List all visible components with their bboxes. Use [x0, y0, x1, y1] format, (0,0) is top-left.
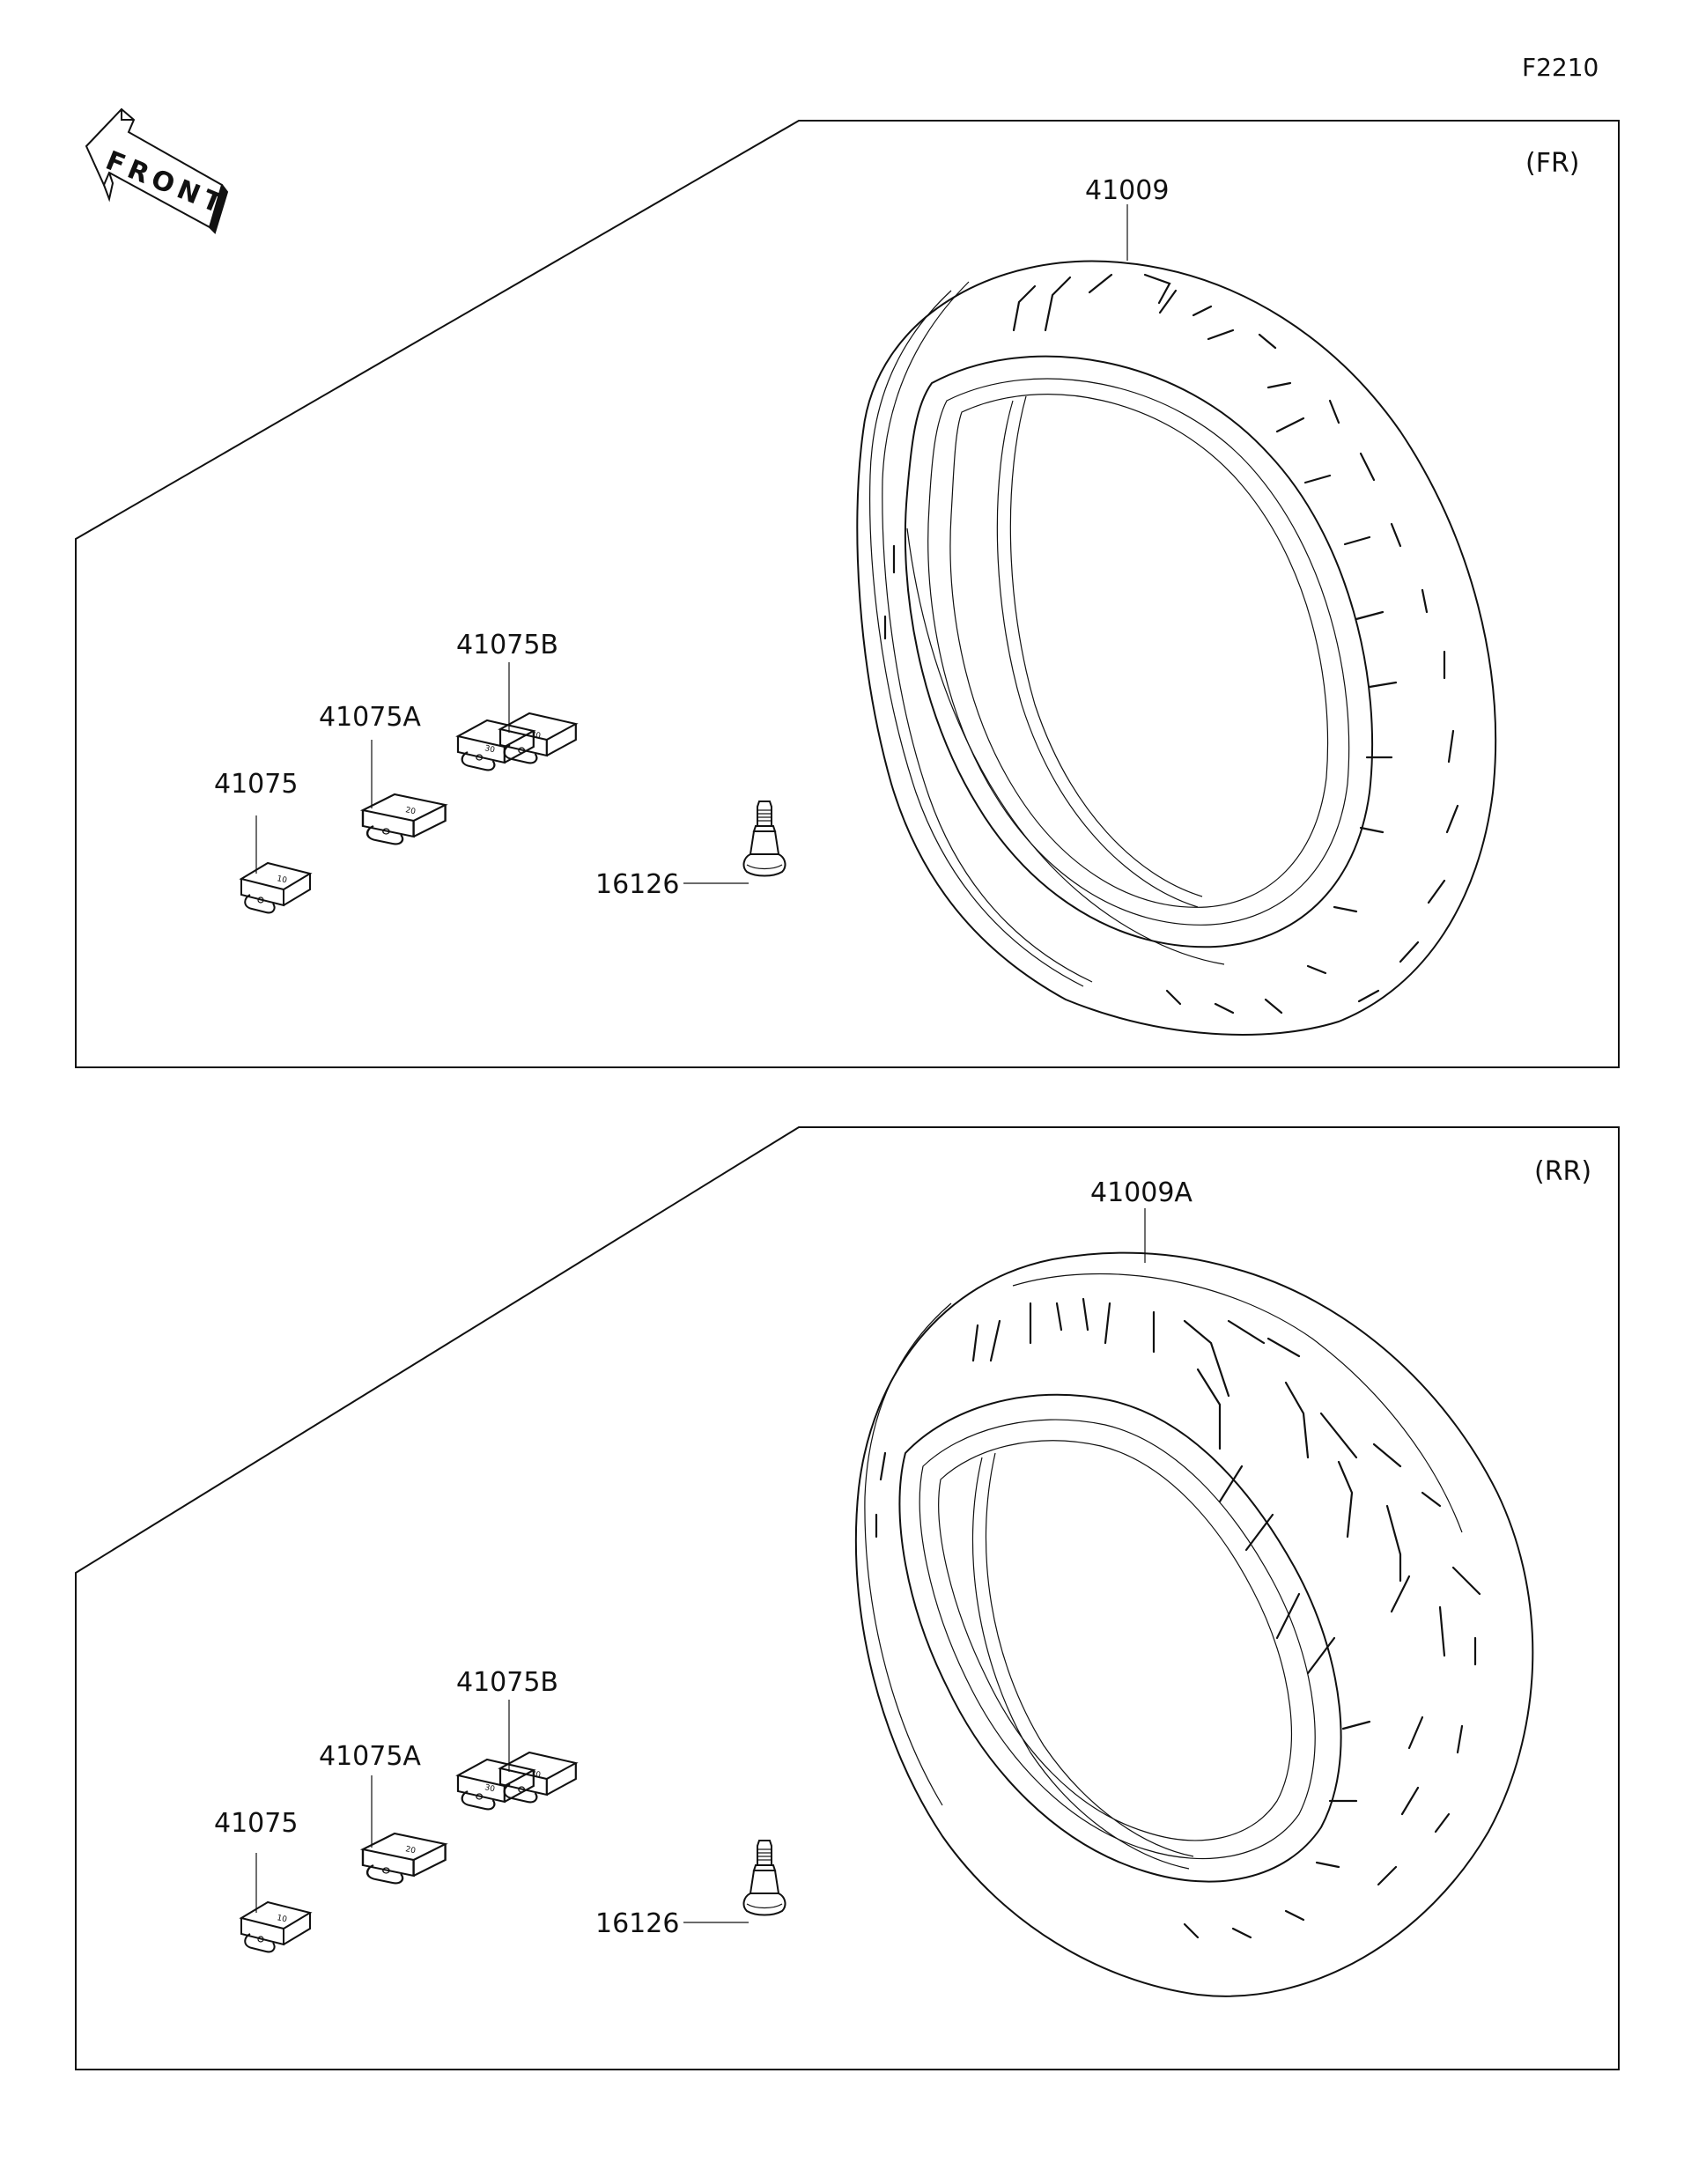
front-valve-stem	[742, 801, 786, 877]
front-valve-label: 16126	[595, 869, 679, 900]
panel-front-border	[75, 120, 1620, 1068]
svg-text:10: 10	[276, 1914, 288, 1924]
svg-text:20: 20	[404, 1845, 417, 1856]
front-tire-label: 41009	[1085, 175, 1169, 206]
diagram-code: F2210	[1522, 53, 1599, 82]
svg-text:20: 20	[404, 806, 417, 816]
front-direction-arrow-icon: FRONT	[85, 107, 231, 234]
rear-tire-label: 41009A	[1090, 1177, 1193, 1208]
svg-text:30: 30	[529, 1769, 542, 1780]
front-weight-41075a: 20	[361, 793, 447, 845]
panel-rear-tag: (RR)	[1534, 1156, 1591, 1187]
rear-tire	[854, 1251, 1534, 1997]
svg-text:30: 30	[484, 1783, 496, 1794]
rear-valve-stem	[742, 1840, 786, 1916]
rear-weight-41075a: 20	[361, 1832, 447, 1885]
svg-text:30: 30	[484, 744, 496, 755]
rear-valve-label: 16126	[595, 1908, 679, 1939]
panel-rear-tire: (RR) 41009A 16126 10 41075 20 41075A 30 …	[75, 1126, 1620, 2070]
svg-text:10: 10	[276, 874, 288, 885]
front-weight-41075b: 30 30	[456, 712, 577, 771]
front-weight-b-label: 41075B	[456, 630, 558, 660]
front-weight-label: 41075	[214, 769, 298, 800]
panel-front-tire: (FR) 41009 16126 10 41075 20 41075A 30 3…	[75, 120, 1620, 1068]
rear-weight-41075b: 30 30	[456, 1751, 577, 1811]
panel-front-tag: (FR)	[1525, 148, 1580, 179]
rear-weight-a-label: 41075A	[319, 1741, 421, 1772]
front-weight-a-label: 41075A	[319, 702, 421, 733]
rear-weight-b-label: 41075B	[456, 1667, 558, 1698]
front-arrow-label: FRONT	[101, 145, 231, 222]
rear-weight-41075: 10	[240, 1901, 311, 1953]
panel-rear-border	[75, 1126, 1620, 2070]
front-tire	[856, 260, 1497, 1037]
svg-text:30: 30	[529, 730, 542, 741]
rear-weight-label: 41075	[214, 1808, 298, 1839]
front-weight-41075: 10	[240, 862, 311, 914]
